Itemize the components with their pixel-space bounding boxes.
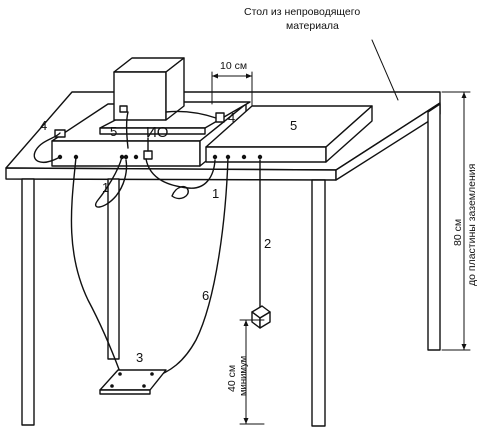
dim-80cm-label: 80 см [452, 218, 464, 246]
callout-5-left: 5 [110, 124, 118, 139]
eut-connector [143, 150, 153, 160]
table-caption-line2: материала [286, 20, 339, 32]
callout-1-left: 1 [102, 180, 110, 195]
callout-3: 3 [136, 350, 144, 365]
dim-10cm [211, 71, 253, 107]
cables [33, 110, 261, 379]
callout-2: 2 [264, 236, 272, 251]
right-plate [205, 105, 373, 163]
callout-1-right: 1 [212, 186, 220, 201]
table-legs [21, 103, 441, 427]
clamp-right [215, 112, 225, 123]
weight-block [251, 305, 271, 329]
dim-40cm-note: минимум [238, 355, 249, 396]
callout-4-right: 4 [228, 110, 236, 125]
callout-4-left: 4 [40, 118, 48, 133]
dim-80cm-note: до пластины заземления [466, 163, 478, 286]
ground-plate-holes [110, 372, 154, 388]
dim-80cm [441, 91, 471, 351]
table-caption-leader [371, 39, 399, 101]
table-caption-line1: Стол из непроводящего [244, 6, 361, 18]
dim-40cm-label: 40 см [226, 364, 238, 392]
dim-40cm [239, 319, 265, 425]
callout-6: 6 [202, 288, 210, 303]
callout-5-right: 5 [290, 118, 298, 133]
dim-10cm-label: 10 см [220, 60, 248, 72]
eut-box [113, 57, 185, 121]
eut-label: ИО [146, 124, 169, 141]
ground-plate [99, 369, 167, 395]
